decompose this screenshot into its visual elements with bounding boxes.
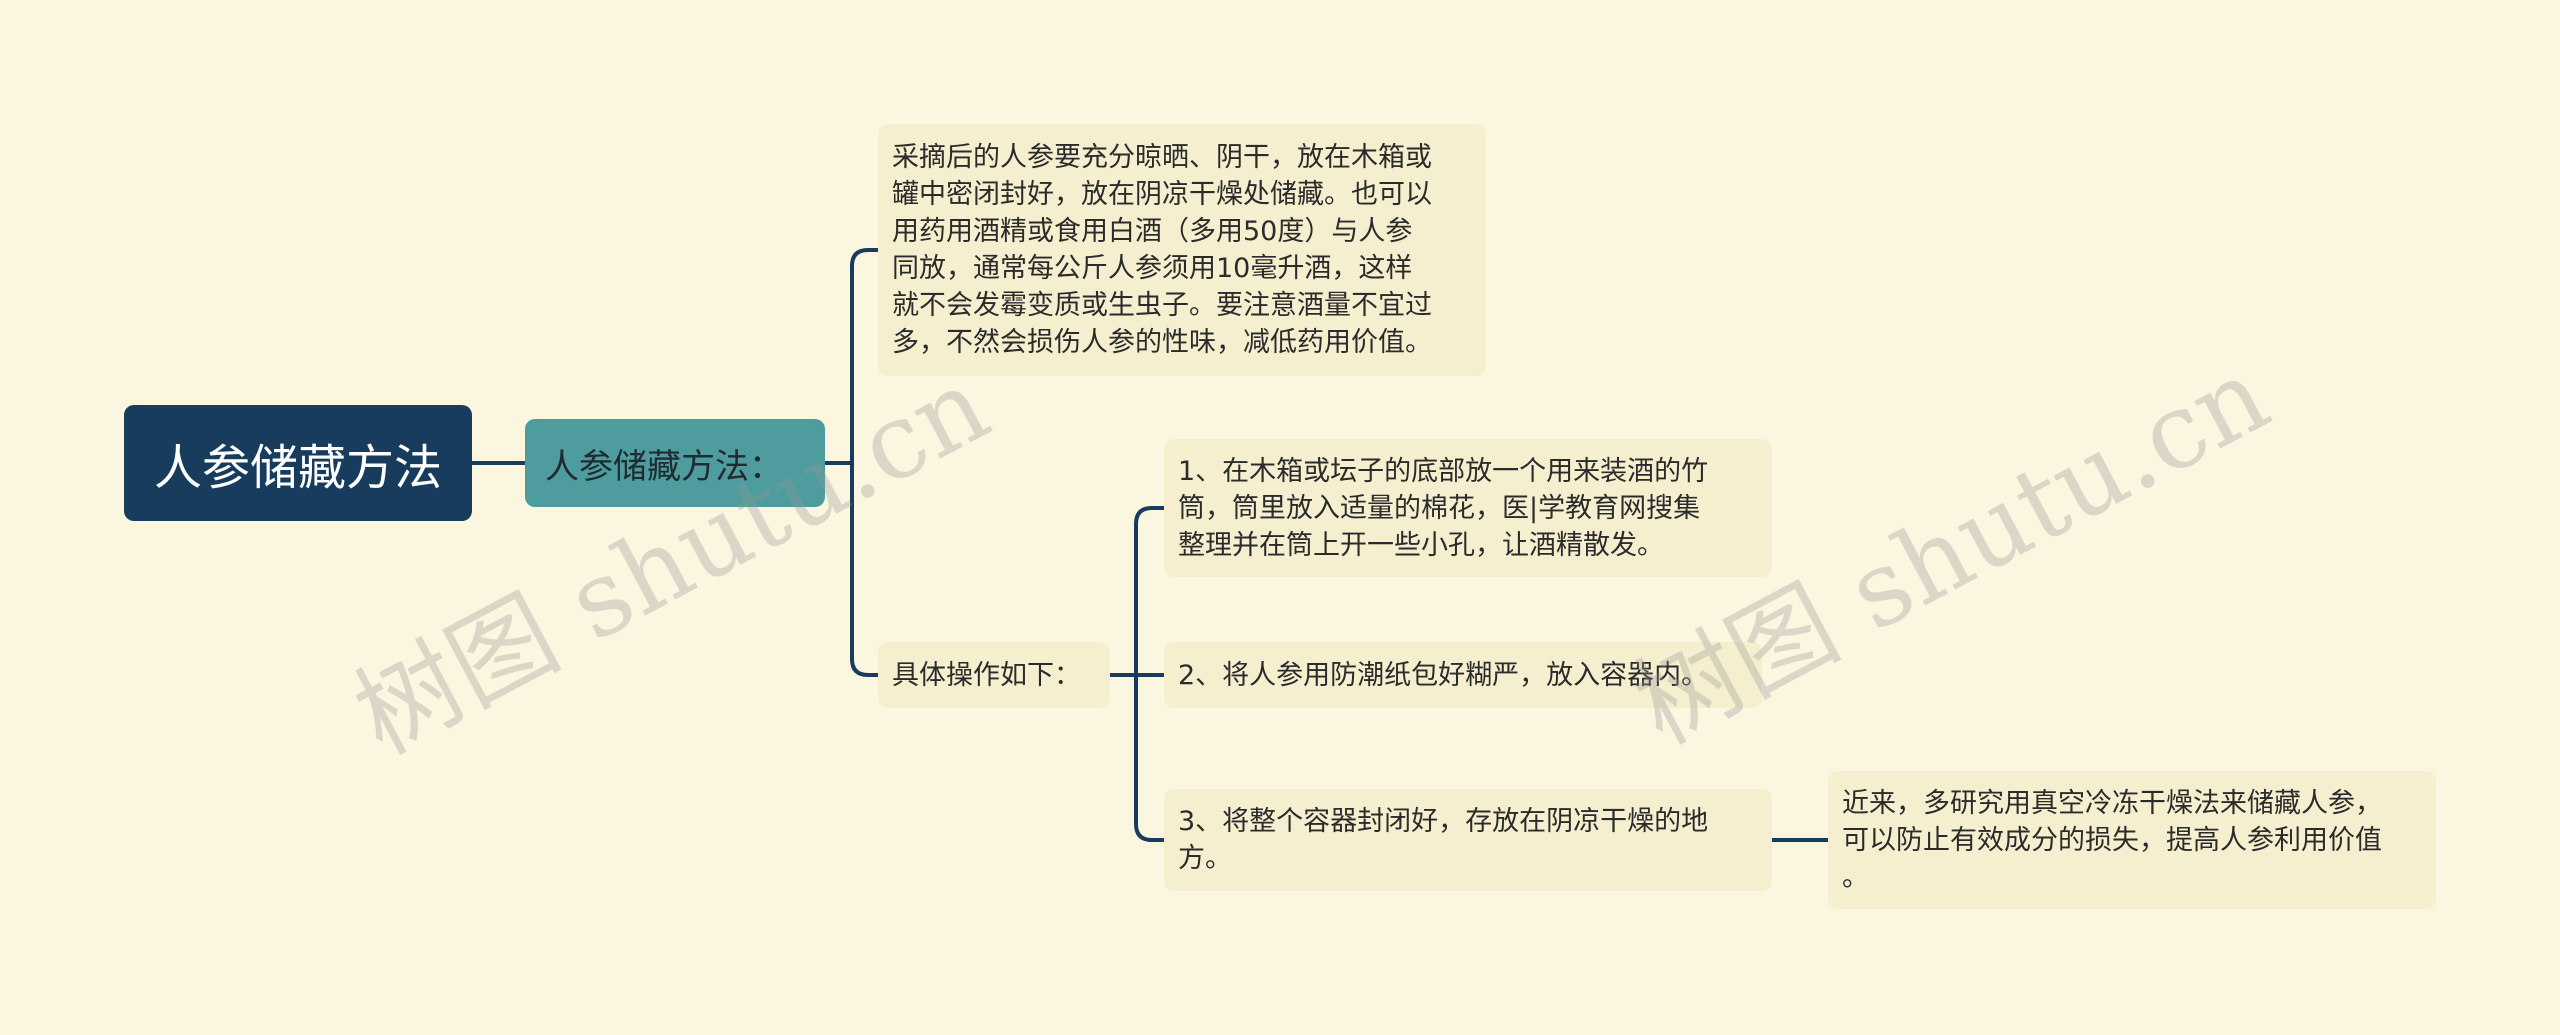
root-node[interactable]: 人参储藏方法 <box>124 405 472 521</box>
step-node-1[interactable]: 1、在木箱或坛子的底部放一个用来装酒的竹 筒，筒里放入适量的棉花，医|学教育网搜… <box>1164 439 1772 577</box>
root-node-label: 人参储藏方法 <box>153 440 442 496</box>
step-3-text: 3、将整个容器封闭好，存放在阴凉干燥的地 方。 <box>1178 806 1709 874</box>
freeze-dry-note-text: 近来，多研究用真空冷冻干燥法来储藏人参， 可以防止有效成分的损失，提高人参利用价… <box>1842 787 2382 893</box>
step-1-text: 1、在木箱或坛子的底部放一个用来装酒的竹 筒，筒里放入适量的棉花，医|学教育网搜… <box>1178 455 1709 561</box>
storage-tip-text: 采摘后的人参要充分晾晒、阴干，放在木箱或 罐中密闭封好，放在阴凉干燥处储藏。也可… <box>892 142 1432 358</box>
step-node-3[interactable]: 3、将整个容器封闭好，存放在阴凉干燥的地 方。 <box>1164 789 1772 891</box>
topic-node-steps[interactable]: 具体操作如下： <box>878 642 1110 708</box>
note-node-freeze-dry[interactable]: 近来，多研究用真空冷冻干燥法来储藏人参， 可以防止有效成分的损失，提高人参利用价… <box>1828 771 2436 909</box>
branch-node-methods[interactable]: 人参储藏方法： <box>525 419 825 507</box>
topic-node-storage-tip[interactable]: 采摘后的人参要充分晾晒、阴干，放在木箱或 罐中密闭封好，放在阴凉干燥处储藏。也可… <box>878 124 1486 376</box>
branch-node-label: 人参储藏方法： <box>545 446 783 487</box>
step-node-2[interactable]: 2、将人参用防潮纸包好糊严，放入容器内。 <box>1164 642 1762 708</box>
steps-label-text: 具体操作如下： <box>892 659 1081 691</box>
connector-bracket-main <box>850 248 882 677</box>
step-2-text: 2、将人参用防潮纸包好糊严，放入容器内。 <box>1178 659 1709 691</box>
